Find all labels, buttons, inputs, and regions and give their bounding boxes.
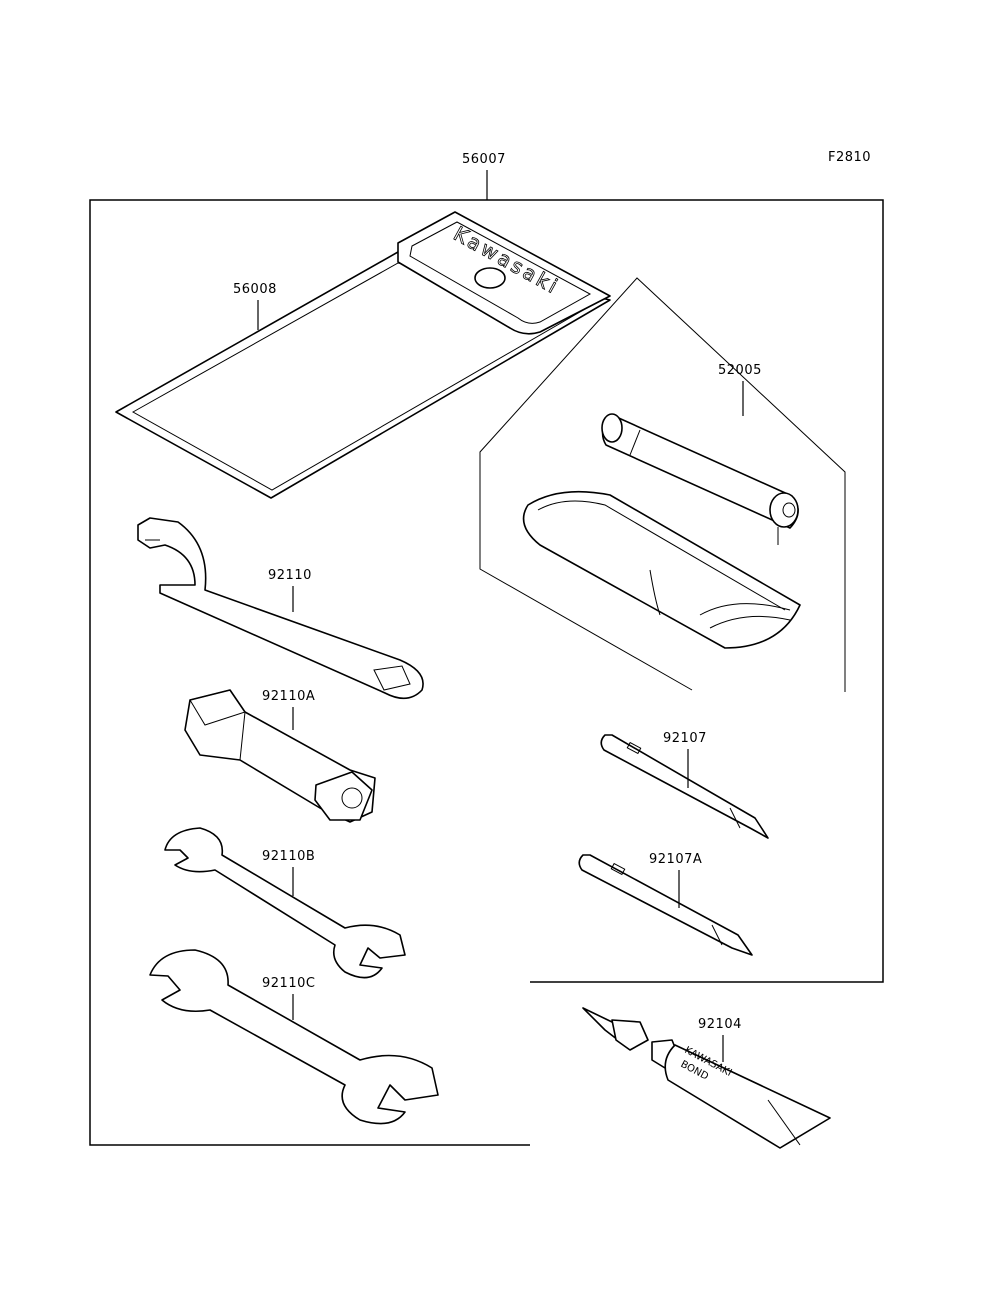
screwdriver-92107A [578,854,753,956]
label-92110A: 92110A [262,689,315,704]
label-92107A: 92107A [649,852,702,867]
plug-wrench-92110A [184,689,376,823]
kit-boundary [89,199,884,1146]
label-92104: 92104 [698,1017,742,1032]
bag-52005 [522,490,801,649]
pump-52005 [601,413,799,545]
spanner-92110 [137,517,424,700]
label-92110C: 92110C [262,976,315,991]
label-92110B: 92110B [262,849,315,864]
label-52005: 52005 [718,363,762,378]
label-56007: 56007 [462,152,506,167]
label-92107: 92107 [663,731,707,746]
label-92110: 92110 [268,568,312,583]
wrench-92110C [149,949,439,1125]
wrench-92110B [164,827,406,979]
tool-pouch-56008: Kawasaki [115,211,611,499]
pump-set-frame [479,277,846,692]
screwdriver-92107 [600,734,769,839]
figure-code: F2810 [828,150,871,165]
label-56008: 56008 [233,282,277,297]
